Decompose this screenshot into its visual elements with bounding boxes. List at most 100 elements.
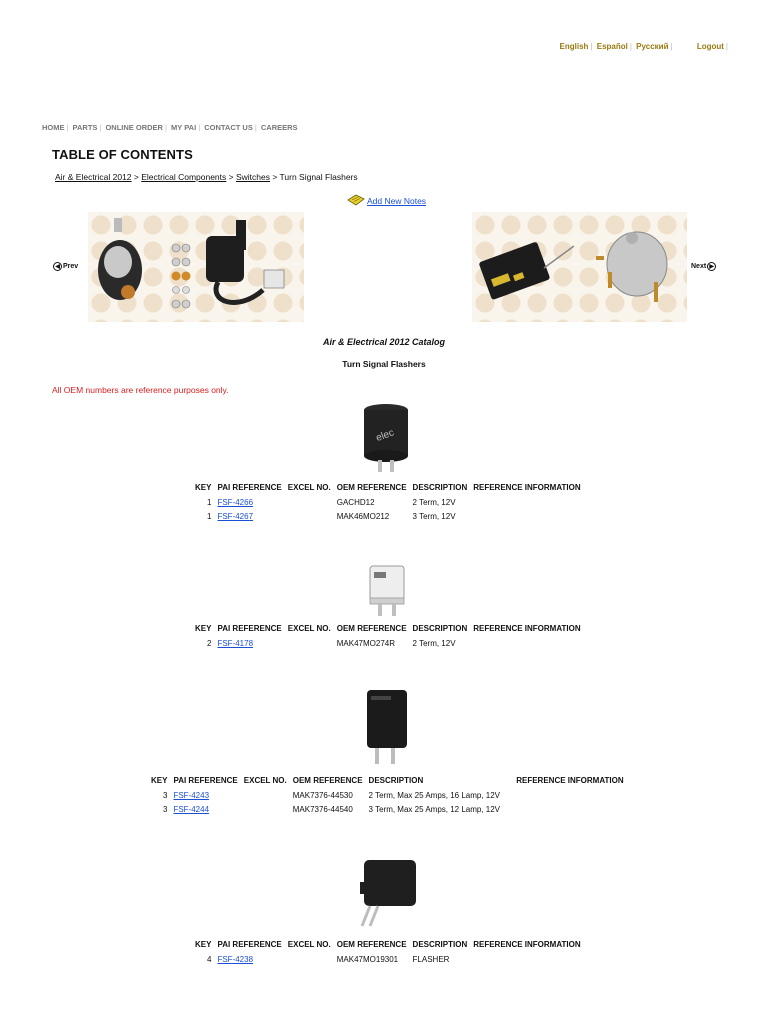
col-key: KEY (195, 940, 212, 949)
product-image-1: elec (364, 404, 408, 472)
col-oem: OEM REFERENCE (336, 940, 407, 949)
cell-key: 1 (207, 498, 212, 507)
col-ref-info: REFERENCE INFORMATION (473, 483, 581, 492)
add-notes-link[interactable]: Add New Notes (367, 196, 427, 206)
part-link[interactable]: FSF-4238 (217, 955, 254, 964)
col-ref-info: REFERENCE INFORMATION (473, 624, 581, 633)
logout-link[interactable]: Logout (696, 42, 724, 51)
cell-key: 3 (163, 805, 168, 814)
col-pai: PAI REFERENCE (217, 624, 282, 633)
col-key: KEY (195, 624, 212, 633)
next-button[interactable]: Next ▶ (691, 262, 717, 271)
product-image-3 (367, 690, 407, 764)
parts-table-3: KEY PAI REFERENCE EXCEL NO. OEM REFERENC… (148, 776, 627, 819)
table-header: KEY PAI REFERENCE EXCEL NO. OEM REFERENC… (148, 776, 627, 791)
part-link[interactable]: FSF-4178 (217, 639, 254, 648)
parts-table-2: KEY PAI REFERENCE EXCEL NO. OEM REFERENC… (192, 624, 584, 653)
cell-key: 4 (207, 955, 212, 964)
col-excel: EXCEL NO. (287, 483, 331, 492)
nav-online-order[interactable]: ONLINE ORDER (105, 123, 163, 132)
cell-oem: GACHD12 (336, 498, 375, 507)
prev-button[interactable]: ◀ Prev (53, 262, 78, 271)
cell-excel (285, 512, 334, 526)
next-label: Next (691, 263, 707, 270)
catalog-title: Air & Electrical 2012 Catalog (322, 337, 446, 347)
lang-russian[interactable]: Русский (636, 42, 669, 51)
cell-description: 3 Term, Max 25 Amps, 12 Lamp, 12V (368, 805, 501, 814)
col-description: DESCRIPTION (368, 776, 424, 785)
cell-info (470, 498, 583, 512)
table-row: 3 FSF-4243 MAK7376-44530 2 Term, Max 25 … (148, 791, 627, 805)
chevron-right-icon: ▶ (707, 262, 717, 271)
cell-info (470, 639, 583, 653)
col-pai: PAI REFERENCE (173, 776, 238, 785)
breadcrumb-electrical[interactable]: Electrical Components (141, 172, 227, 182)
cell-excel (241, 805, 290, 819)
nav-careers[interactable]: CAREERS (260, 123, 298, 132)
product-image-4 (360, 860, 416, 927)
nav-my-pai[interactable]: MY PAI (171, 123, 197, 132)
cell-key: 3 (163, 791, 168, 800)
page-title: TABLE OF CONTENTS (52, 147, 193, 162)
parts-table-1: KEY PAI REFERENCE EXCEL NO. OEM REFERENC… (192, 483, 584, 526)
cell-oem: MAK47MO274R (336, 639, 395, 648)
prev-label: Prev (63, 263, 79, 270)
breadcrumb-sep: > (226, 172, 236, 182)
col-excel: EXCEL NO. (243, 776, 287, 785)
product-image-2 (369, 565, 405, 616)
breadcrumb-root[interactable]: Air & Electrical 2012 (55, 172, 132, 182)
cell-description: 3 Term, 12V (412, 512, 456, 521)
add-notes[interactable]: Add New Notes (347, 194, 426, 208)
col-oem: OEM REFERENCE (336, 483, 407, 492)
category-image-next[interactable] (472, 212, 687, 322)
cell-oem: MAK7376-44540 (292, 805, 353, 814)
cell-key: 2 (207, 639, 212, 648)
nav-parts[interactable]: PARTS (72, 123, 98, 132)
cell-excel (241, 791, 290, 805)
language-bar: English| Español| Русский| Logout| (559, 42, 728, 51)
main-nav: HOME| PARTS| ONLINE ORDER| MY PAI| CONTA… (42, 123, 298, 132)
category-image-prev[interactable] (88, 212, 304, 322)
part-link[interactable]: FSF-4266 (217, 498, 254, 507)
breadcrumb-sep: > (131, 172, 142, 182)
cell-description: 2 Term, 12V (412, 498, 456, 507)
cell-description: 2 Term, 12V (412, 639, 456, 648)
col-ref-info: REFERENCE INFORMATION (516, 776, 624, 785)
cell-description: 2 Term, Max 25 Amps, 16 Lamp, 12V (368, 791, 501, 800)
col-ref-info: REFERENCE INFORMATION (473, 940, 581, 949)
cell-oem: MAK46MO212 (336, 512, 390, 521)
breadcrumb-current: > Turn Signal Flashers (269, 172, 358, 182)
table-header: KEY PAI REFERENCE EXCEL NO. OEM REFERENC… (192, 624, 584, 639)
nav-home[interactable]: HOME (42, 123, 65, 132)
parts-table-4: KEY PAI REFERENCE EXCEL NO. OEM REFERENC… (192, 940, 584, 969)
cell-info (513, 805, 626, 819)
part-link[interactable]: FSF-4244 (173, 805, 210, 814)
table-row: 2 FSF-4178 MAK47MO274R 2 Term, 12V (192, 639, 584, 653)
table-row: 3 FSF-4244 MAK7376-44540 3 Term, Max 25 … (148, 805, 627, 819)
nav-contact-us[interactable]: CONTACT US (204, 123, 253, 132)
table-header: KEY PAI REFERENCE EXCEL NO. OEM REFERENC… (192, 940, 584, 955)
col-description: DESCRIPTION (412, 940, 468, 949)
cell-excel (285, 498, 334, 512)
part-link[interactable]: FSF-4243 (173, 791, 210, 800)
table-row: 1 FSF-4266 GACHD12 2 Term, 12V (192, 498, 584, 512)
breadcrumb-switches[interactable]: Switches (235, 172, 270, 182)
breadcrumb: Air & Electrical 2012 > Electrical Compo… (55, 172, 358, 182)
cell-description: FLASHER (412, 955, 450, 964)
cell-excel (285, 955, 334, 969)
table-row: 1 FSF-4267 MAK46MO212 3 Term, 12V (192, 512, 584, 526)
col-excel: EXCEL NO. (287, 624, 331, 633)
cell-excel (285, 639, 334, 653)
oem-disclaimer: All OEM numbers are reference purposes o… (52, 385, 229, 395)
table-header: KEY PAI REFERENCE EXCEL NO. OEM REFERENC… (192, 483, 584, 498)
col-pai: PAI REFERENCE (217, 940, 282, 949)
cell-info (470, 512, 583, 526)
col-description: DESCRIPTION (412, 624, 468, 633)
lang-english[interactable]: English (559, 42, 589, 51)
part-link[interactable]: FSF-4267 (217, 512, 254, 521)
lang-espanol[interactable]: Español (596, 42, 628, 51)
table-row: 4 FSF-4238 MAK47MO19301 FLASHER (192, 955, 584, 969)
col-key: KEY (195, 483, 212, 492)
section-title: Turn Signal Flashers (342, 359, 426, 369)
col-oem: OEM REFERENCE (292, 776, 363, 785)
